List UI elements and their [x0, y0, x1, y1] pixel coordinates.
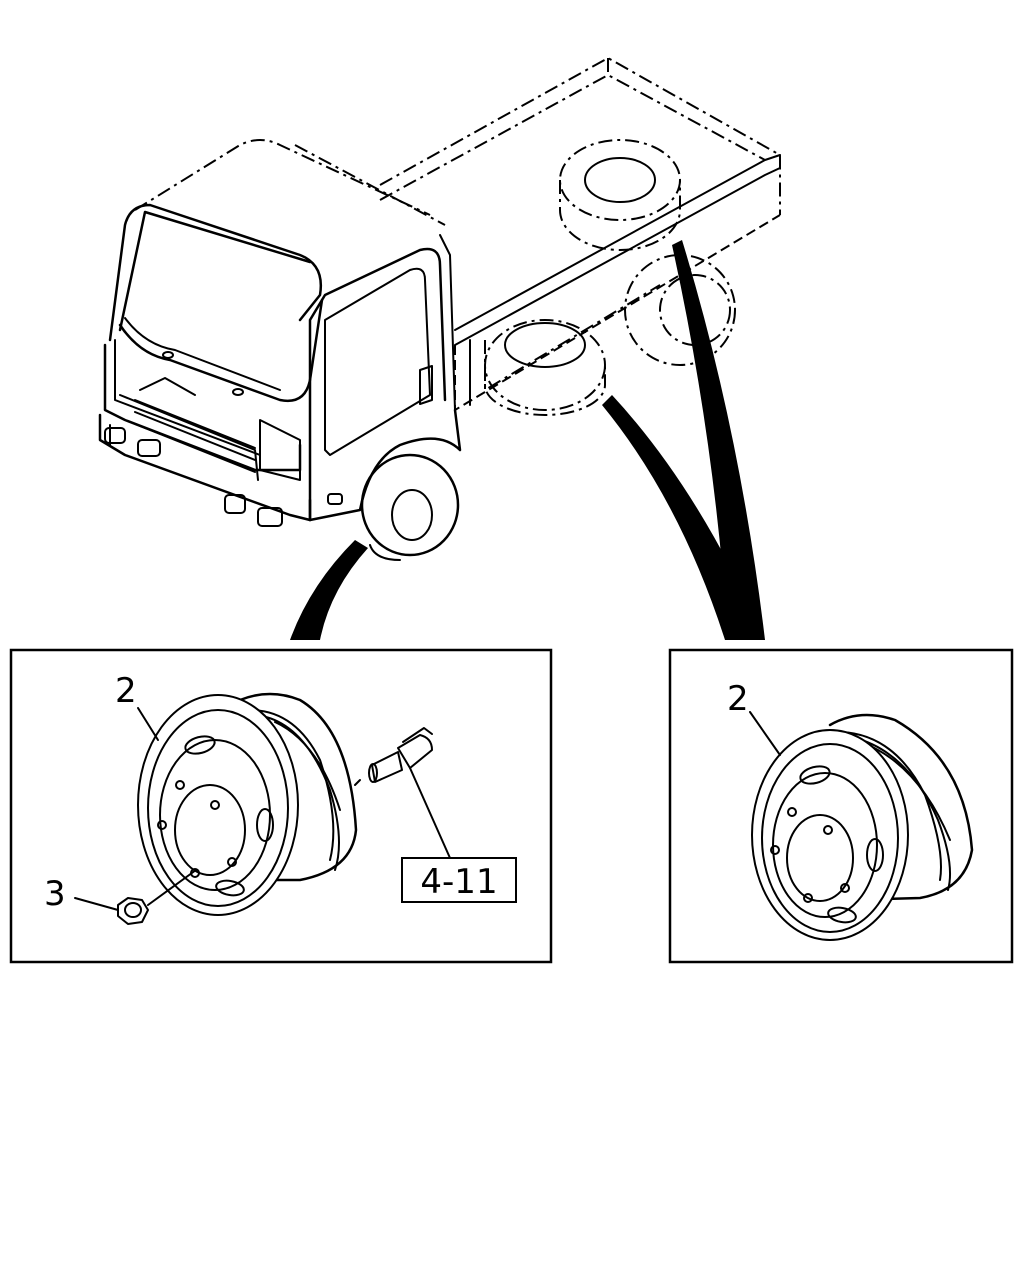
rear-wheels: [484, 254, 736, 416]
truck-illustration: [98, 56, 781, 561]
callout-2-right: 2: [727, 679, 749, 719]
leader-2-right: [749, 711, 781, 756]
rear-wheel-detail: 2: [668, 648, 1014, 964]
leader-4-11: [409, 767, 451, 859]
callout-2-left: 2: [115, 671, 137, 711]
leader-2-left: [137, 707, 159, 741]
cargo-bed: [379, 56, 781, 412]
wheel-bolt: [354, 727, 433, 786]
wheel-nut: [117, 869, 197, 925]
callout-3: 3: [44, 874, 66, 914]
front-wheel-detail: 2 3 4-11: [9, 648, 553, 964]
ref-label-4-11: 4-11: [420, 862, 497, 902]
ref-box: [401, 857, 517, 903]
leader-3: [74, 897, 119, 911]
wheel-rim-left: [137, 692, 358, 916]
front-wheel: [360, 453, 460, 561]
callout-pointers: [290, 240, 765, 640]
cab: [98, 139, 462, 527]
wheel-rim-right: [751, 713, 974, 941]
spare-tire: [559, 139, 681, 251]
